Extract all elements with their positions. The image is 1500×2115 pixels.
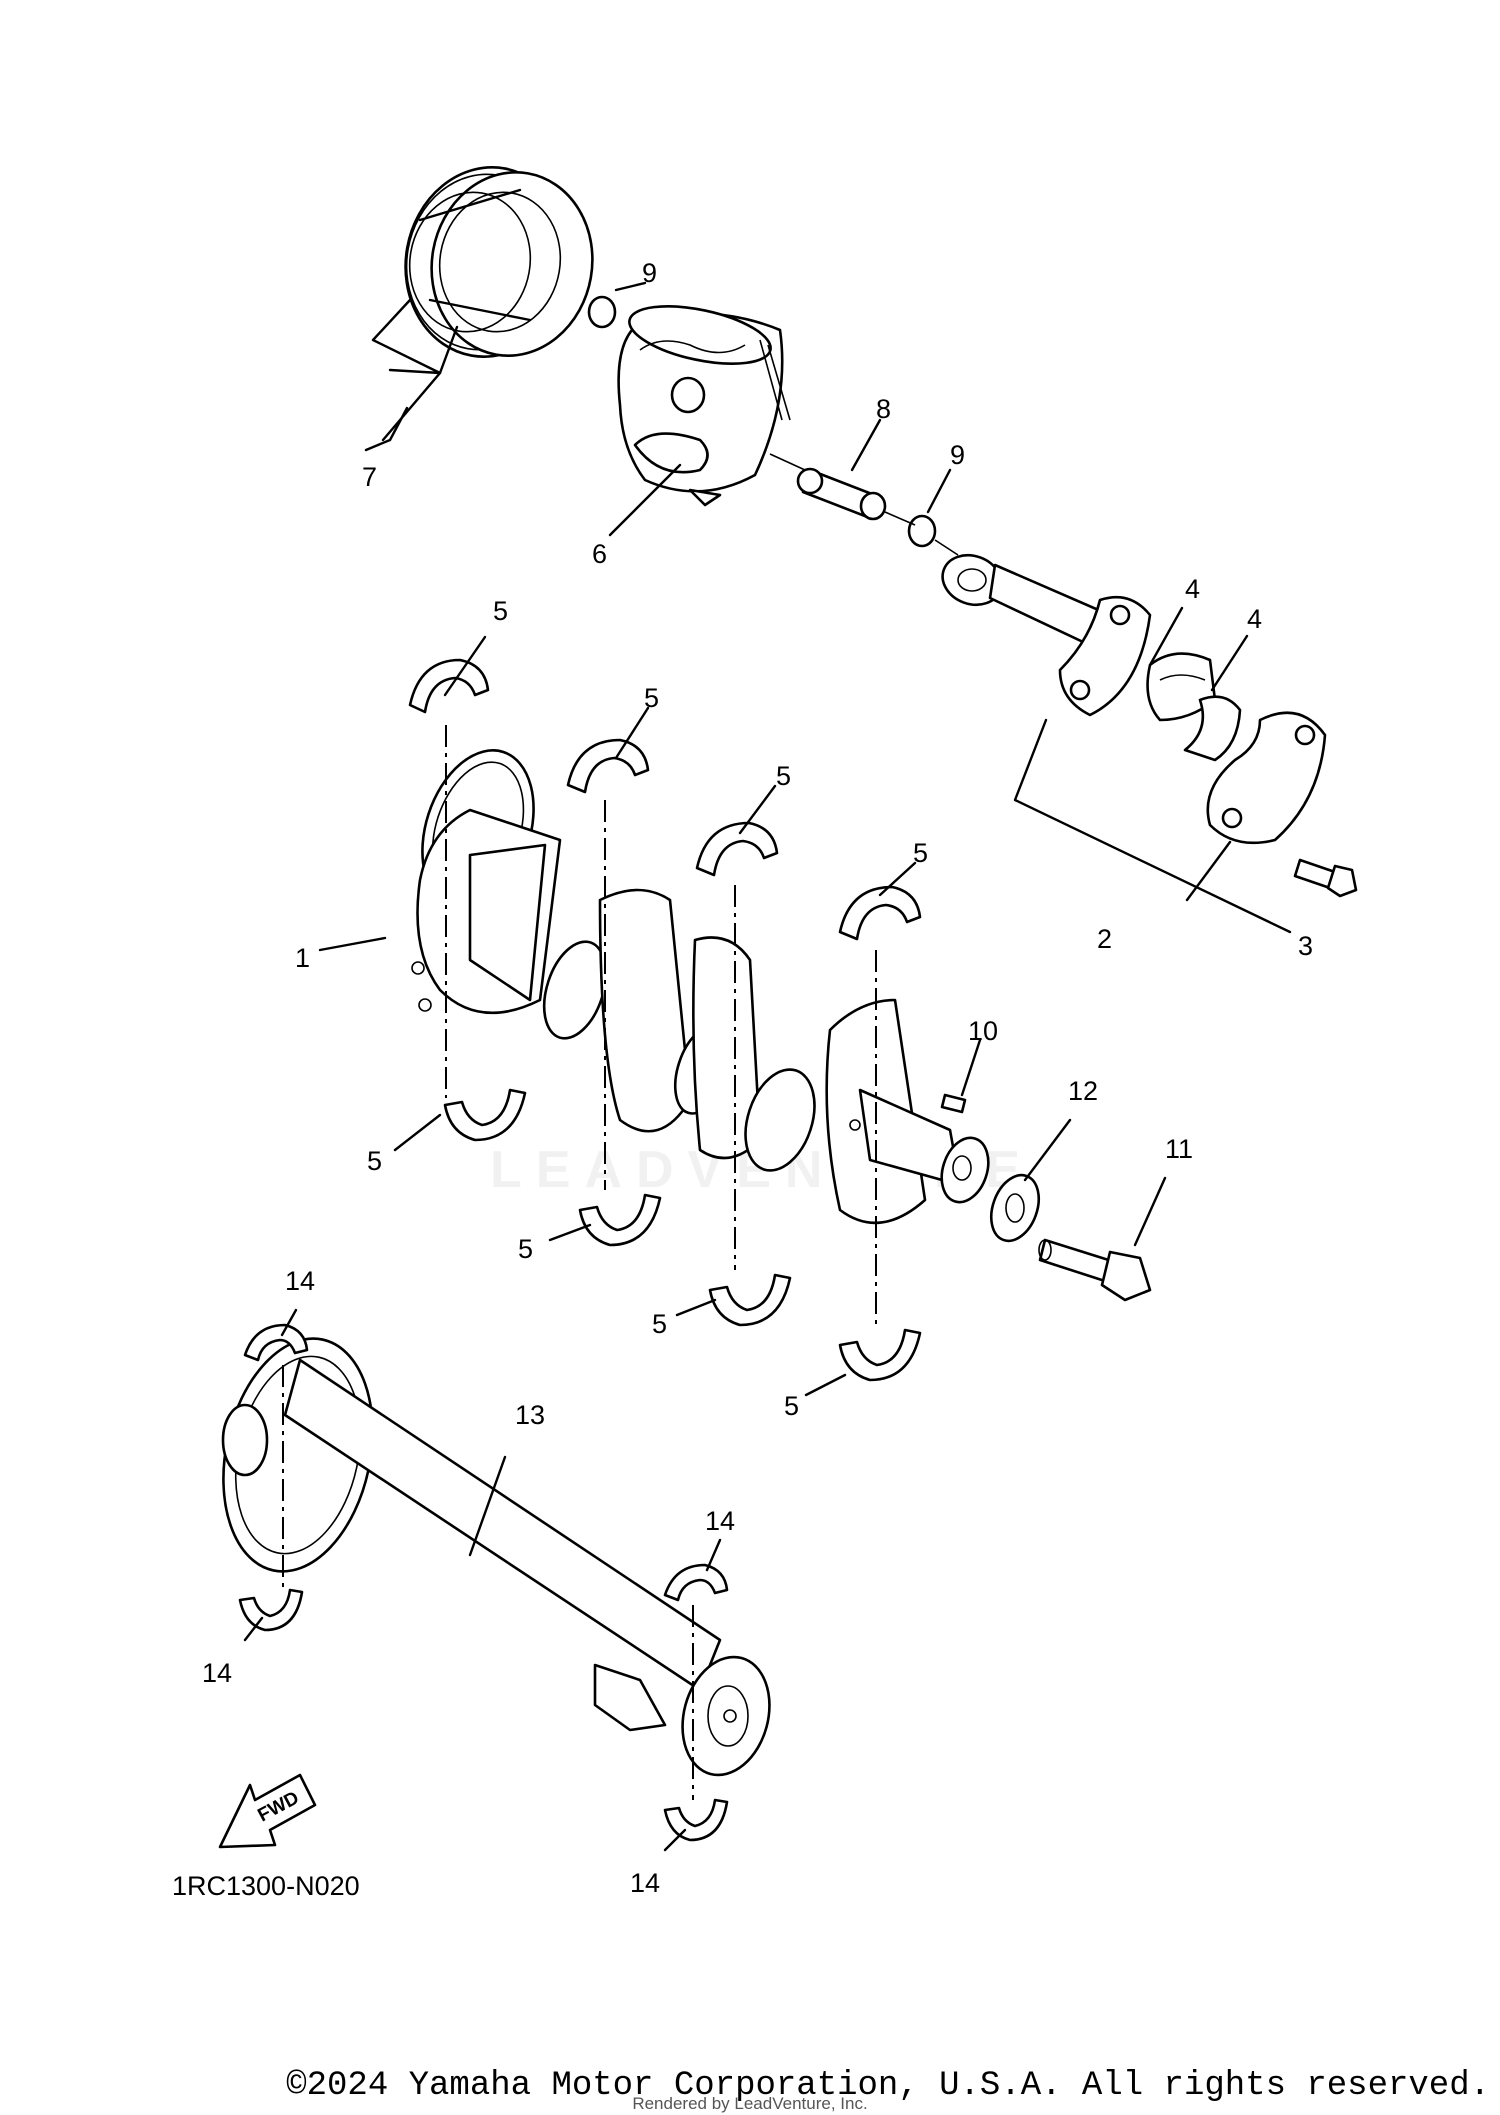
callout-5-a: 5 <box>493 596 508 626</box>
leader-lines <box>243 281 1249 1852</box>
callout-5-g: 5 <box>652 1309 667 1339</box>
crankshaft[interactable] <box>403 736 996 1225</box>
callout-12: 12 <box>1068 1076 1098 1106</box>
callout-9-lower: 9 <box>950 440 965 470</box>
callout-14-d: 14 <box>630 1868 660 1898</box>
callout-10: 10 <box>968 1016 998 1046</box>
callout-13: 13 <box>515 1400 545 1430</box>
callout-5-b: 5 <box>644 683 659 713</box>
callout-5-h: 5 <box>784 1391 799 1421</box>
connecting-rod-bearing-lower[interactable] <box>1183 695 1242 762</box>
callout-1: 1 <box>295 943 310 973</box>
callout-8: 8 <box>876 394 891 424</box>
callout-5-c: 5 <box>776 761 791 791</box>
callout-4-upper: 4 <box>1185 574 1200 604</box>
piston-pin-clip-lower[interactable] <box>907 514 937 548</box>
callout-labels: 1 2 3 4 4 5 5 5 5 5 5 5 5 6 7 8 9 9 10 1… <box>172 258 1313 1901</box>
callout-5-e: 5 <box>367 1146 382 1176</box>
callout-7: 7 <box>362 462 377 492</box>
balancer-bearings[interactable] <box>238 1323 729 1842</box>
callout-11: 11 <box>1165 1134 1193 1164</box>
crank-bearings-upper[interactable] <box>408 658 922 941</box>
callout-14-c: 14 <box>705 1506 735 1536</box>
fwd-arrow-icon: FWD <box>218 1773 317 1849</box>
piston-pin-clip-upper[interactable] <box>587 295 617 329</box>
balancer-shaft[interactable] <box>203 1325 782 1785</box>
callout-14-b: 14 <box>202 1658 232 1688</box>
connecting-rod-cap[interactable] <box>1206 711 1327 845</box>
connecting-rod-bolt[interactable] <box>1293 858 1358 898</box>
rendered-by-credit: Rendered by LeadVenture, Inc. <box>632 2094 868 2113</box>
crank-bearings-lower[interactable] <box>443 1088 922 1382</box>
crankshaft-woodruff-key[interactable] <box>940 1093 967 1114</box>
callout-14-a: 14 <box>285 1266 315 1296</box>
callout-9-upper: 9 <box>642 258 657 288</box>
callout-6: 6 <box>592 539 607 569</box>
piston-pin[interactable] <box>769 453 959 556</box>
callout-5-f: 5 <box>518 1234 533 1264</box>
callout-4-lower: 4 <box>1247 604 1262 634</box>
diagram-code: 1RC1300-N020 <box>172 1871 360 1901</box>
crankshaft-washer[interactable] <box>983 1169 1048 1248</box>
callout-2: 2 <box>1097 924 1112 954</box>
connecting-rod[interactable] <box>936 547 1152 717</box>
copyright-notice: ©2024 Yamaha Motor Corporation, U.S.A. A… <box>286 2067 1490 2105</box>
callout-5-d: 5 <box>913 838 928 868</box>
callout-3: 3 <box>1298 931 1313 961</box>
piston-rings[interactable] <box>391 154 607 370</box>
connecting-rod-bearing-upper[interactable] <box>1146 652 1217 722</box>
piston[interactable] <box>617 296 791 507</box>
crankshaft-bolt[interactable] <box>1038 1238 1152 1302</box>
